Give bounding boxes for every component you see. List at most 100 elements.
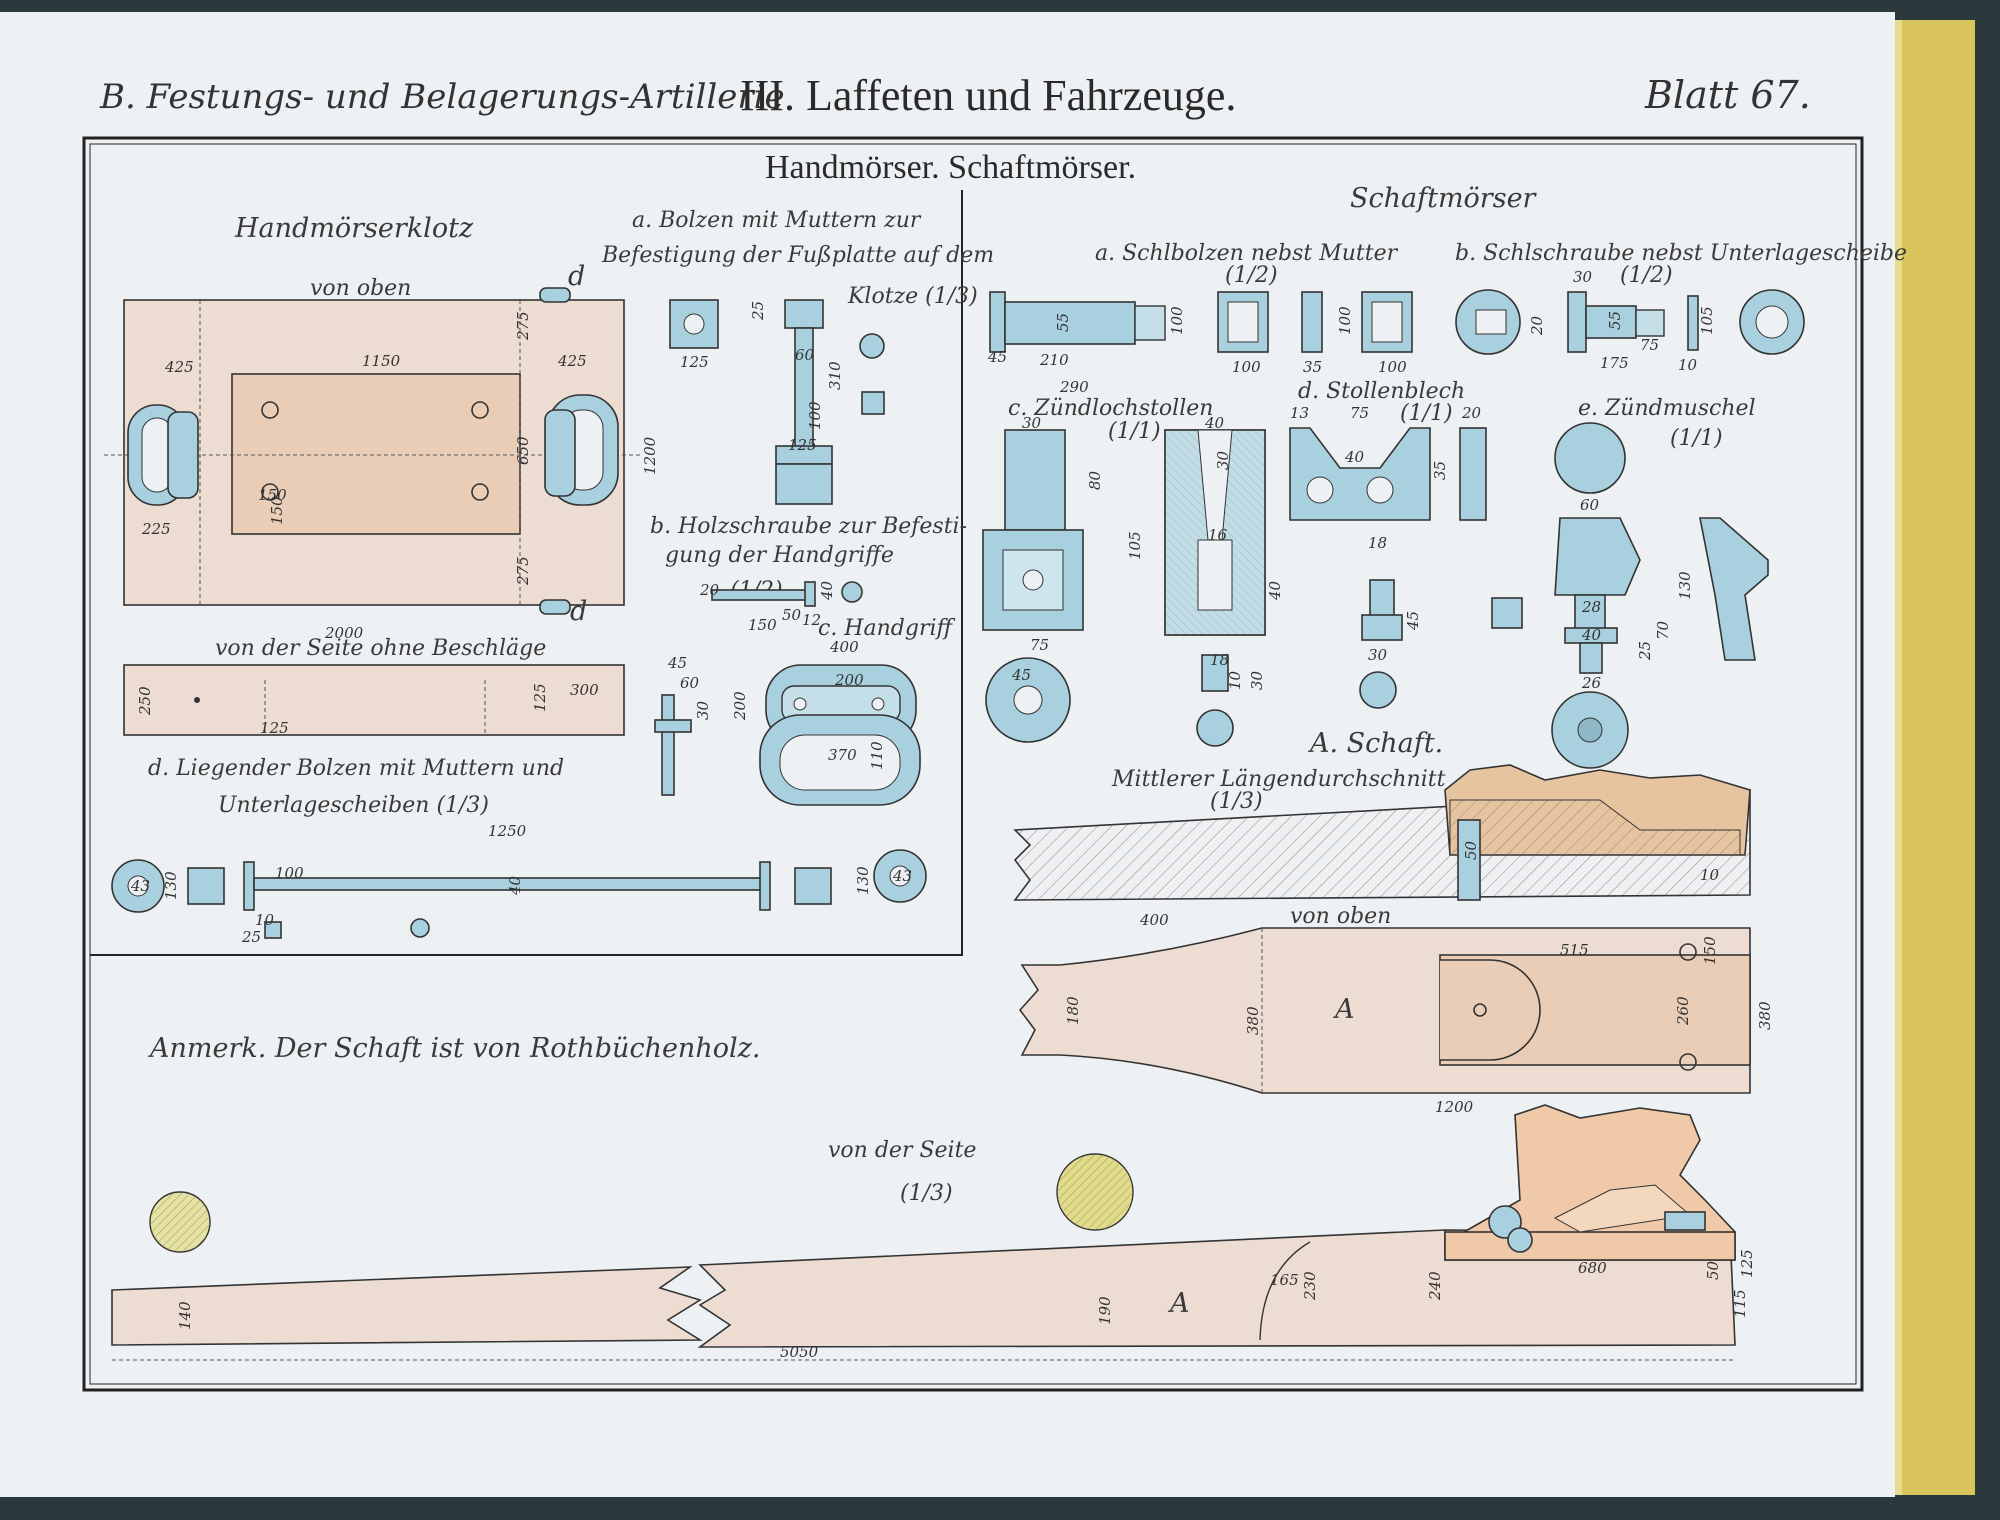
label-schaftmoerser-d_scale: (1/1): [1400, 401, 1453, 426]
label-dims-zm130: 130: [1676, 571, 1694, 600]
label-dims-zm28: 28: [1581, 598, 1601, 616]
label-dims-b12: 12: [802, 611, 821, 629]
label-dims-ls50: 50: [1462, 840, 1480, 860]
label-dims-b150: 150: [748, 616, 777, 634]
klotz-title: Handmörserklotz: [234, 213, 474, 244]
label-dims-vs165: 165: [1270, 1271, 1299, 1289]
label-dims-z10: 10: [1226, 670, 1244, 690]
label-dims-a25: 25: [749, 301, 767, 321]
label-dims-sb35: 35: [1431, 461, 1449, 480]
label-dims-sb18: 18: [1368, 534, 1387, 552]
label-dims-vo180: 180: [1064, 996, 1082, 1025]
label-dims-sb40: 40: [1344, 448, 1365, 466]
schaft-von-oben: von oben: [1290, 904, 1391, 929]
a-schlbolzen-label: a. Schlbolzen nebst Mutter: [1095, 241, 1399, 266]
label-dims-t55: 55: [1606, 311, 1624, 330]
label-dims-sb30: 30: [1368, 646, 1388, 664]
laengen-label: Mittlerer Längendurchschnitt: [1111, 767, 1446, 792]
main-title: Handmörser. Schaftmörser.: [765, 149, 1136, 186]
label-schaftmoerser-a_scale: (1/2): [1225, 263, 1278, 288]
label-dims-s100b: 100: [1232, 358, 1261, 376]
label-dims-s210: 210: [1039, 351, 1069, 369]
a-bolzen-line3: Klotze (1/3): [847, 284, 978, 309]
label-dims-k425b: 425: [557, 352, 587, 370]
a-schlbolzen: [989, 291, 1413, 353]
label-dims-s55: 55: [1054, 313, 1072, 332]
handmoerser-frame: [90, 190, 963, 956]
label-dims-vs115: 115: [1731, 1289, 1749, 1318]
e-zuendmuschel-label: e. Zündmuschel: [1578, 396, 1756, 421]
d-bolzen: [111, 849, 927, 939]
label-dims-c60: 60: [680, 674, 700, 692]
label-dims-k275a: 275: [514, 311, 532, 341]
klotz-von-oben: von oben: [310, 276, 411, 301]
label-dims-z80: 80: [1086, 470, 1104, 490]
label-dims-vo400: 400: [1139, 911, 1169, 929]
label-dims-s45: 45: [987, 348, 1007, 366]
label-dims-s100d: 100: [1378, 358, 1407, 376]
label-dims-z30b: 30: [1214, 450, 1232, 470]
label-dims-s100: 100: [1168, 306, 1186, 335]
label-dims-sb75: 75: [1350, 404, 1369, 422]
b-holzschraube: [711, 581, 863, 607]
e-zuendmuschel: [1551, 422, 1769, 769]
plate-frame: [82, 136, 1864, 1392]
label-dims-d1250: 1250: [488, 822, 527, 840]
label-dims-k225: 225: [141, 520, 171, 538]
label-dims-k275b: 275: [514, 556, 532, 586]
label-dims-s100c: 100: [1336, 306, 1354, 335]
label-dims-k150b: 150: [268, 496, 286, 525]
label-dims-k125: 125: [260, 719, 289, 737]
label-handmoerser-letter_d: d: [568, 261, 585, 292]
b-schlschraube: [1455, 289, 1805, 355]
label-schaftmoerser-letter_A: A: [1167, 1288, 1190, 1319]
label-dims-k1200: 1200: [641, 436, 659, 475]
header-center: III. Laffeten und Fahrzeuge.: [740, 71, 1236, 120]
note-text: Anmerk. Der Schaft ist von Rothbüchenhol…: [147, 1033, 760, 1064]
label-dims-z40b: 40: [1266, 580, 1284, 601]
d-bolzen-line1: d. Liegender Bolzen mit Muttern und: [148, 756, 564, 781]
label-dims-b50: 50: [782, 606, 802, 624]
label-dims-c200: 200: [834, 671, 864, 689]
klotz-von-der-seite: von der Seite ohne Beschläge: [215, 636, 546, 661]
d-stollenblech: [1289, 427, 1523, 709]
c-handgriff: [654, 664, 921, 806]
label-dims-z290: 290: [1059, 378, 1089, 396]
label-dims-b40: 40: [818, 580, 836, 601]
label-dims-c45: 45: [667, 654, 687, 672]
label-dims-t20: 20: [1528, 315, 1546, 336]
label-dims-a60: 60: [795, 346, 815, 364]
label-handmoerser-letter_d: d: [570, 596, 587, 627]
label-dims-sb20: 20: [1461, 404, 1482, 422]
label-dims-c30: 30: [694, 700, 712, 720]
c-zuendlochstollen: [982, 429, 1266, 747]
label-dims-zm70: 70: [1654, 620, 1672, 640]
a-bolzen-line1: a. Bolzen mit Muttern zur: [632, 208, 922, 233]
label-dims-d100: 100: [275, 864, 304, 882]
label-dims-d40: 40: [506, 875, 524, 896]
label-dims-d130b: 130: [854, 866, 872, 895]
schaft-title: Schaftmörser: [1350, 183, 1538, 214]
label-dims-vs125: 125: [1738, 1249, 1756, 1278]
label-dims-t105: 105: [1698, 306, 1716, 335]
label-dims-z30c: 30: [1248, 670, 1266, 690]
header-left: B. Festungs- und Belagerungs-Artillerie: [99, 77, 785, 117]
b-schlschraube-label: b. Schlschraube nebst Unterlagescheibe: [1455, 241, 1907, 266]
label-dims-vs140: 140: [176, 1301, 194, 1330]
label-dims-vo150: 150: [1701, 936, 1719, 965]
label-dims-a310: 310: [826, 361, 844, 390]
label-dims-t10: 10: [1678, 356, 1698, 374]
label-dims-z18: 18: [1210, 651, 1229, 669]
label-schaftmoerser-e_scale: (1/1): [1670, 426, 1723, 451]
label-dims-vs50: 50: [1704, 1260, 1722, 1280]
label-dims-zm60: 60: [1580, 496, 1600, 514]
label-dims-zm25: 25: [1636, 641, 1654, 661]
label-dims-sb45: 45: [1404, 611, 1422, 631]
c-zuendloch-label: c. Zündlochstollen: [1008, 396, 1213, 421]
header-right: Blatt 67.: [1644, 73, 1811, 117]
label-dims-d10: 10: [255, 911, 275, 929]
schaft-von-der-seite: von der Seite: [828, 1138, 976, 1163]
label-dims-t30: 30: [1573, 268, 1593, 286]
label-dims-z105: 105: [1126, 531, 1144, 560]
label-dims-d25: 25: [241, 928, 261, 946]
